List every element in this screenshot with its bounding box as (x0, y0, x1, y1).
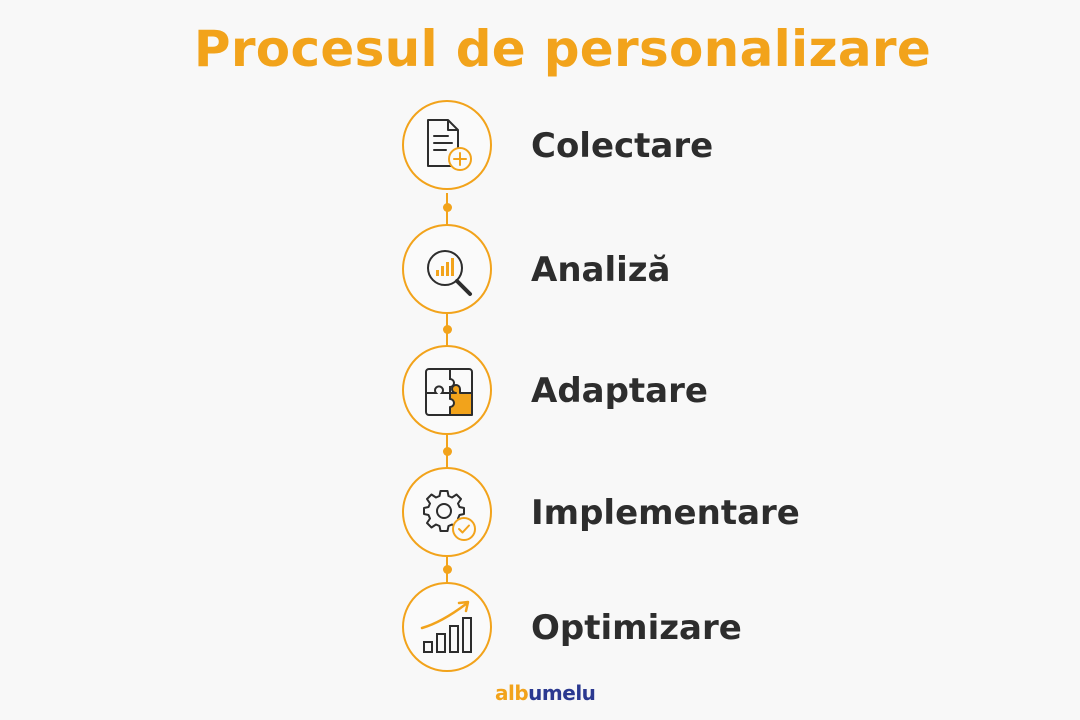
connector-dot (443, 325, 452, 334)
logo-part-1: alb (495, 681, 529, 705)
step-icon-circle-colectare (402, 100, 492, 190)
step-icon-circle-optimizare (402, 582, 492, 672)
logo-part-2: umelu (528, 681, 596, 705)
step-icon-circle-adaptare (402, 345, 492, 435)
document-add-icon (427, 119, 472, 171)
step-label-implementare: Implementare (531, 493, 800, 533)
step-label-colectare: Colectare (531, 126, 714, 166)
page-title: Procesul de personalizare (193, 20, 932, 78)
connector-dot (443, 565, 452, 574)
puzzle-icon (425, 368, 473, 416)
step-label-adaptare: Adaptare (531, 371, 708, 411)
connector-dot (443, 447, 452, 456)
step-icon-circle-analiza (402, 224, 492, 314)
step-icon-circle-implementare (402, 467, 492, 557)
step-label-analiza: Analiză (531, 250, 671, 290)
albumelu-logo: albumelu (495, 681, 596, 705)
magnifier-chart-icon (427, 250, 472, 296)
growth-chart-icon (420, 600, 472, 653)
gear-check-icon (423, 490, 476, 541)
step-label-optimizare: Optimizare (531, 608, 742, 648)
connector-dot (443, 203, 452, 212)
